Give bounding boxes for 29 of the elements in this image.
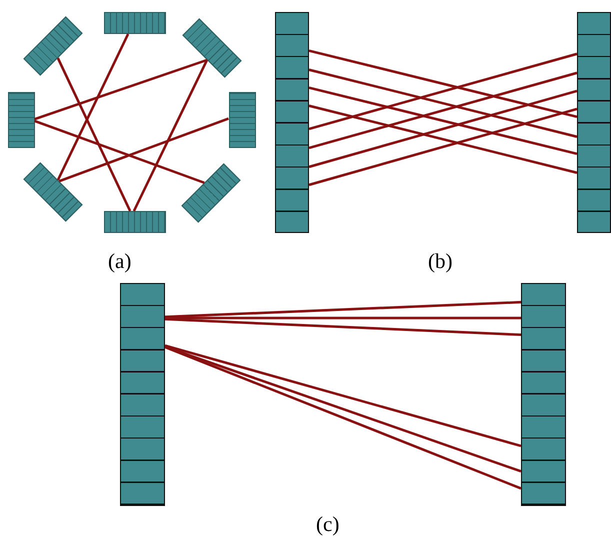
striped-block	[104, 12, 166, 34]
connector-line	[308, 104, 578, 174]
panel-label: (b)	[428, 249, 452, 274]
striped-block	[104, 211, 166, 233]
connector-line	[56, 33, 130, 181]
striped-block	[228, 92, 256, 148]
connector-line	[132, 59, 208, 212]
connector-line	[58, 117, 229, 182]
cell-column	[577, 12, 611, 233]
connector-line	[56, 58, 132, 212]
connector-line	[165, 316, 521, 320]
cell-column	[521, 283, 566, 506]
connector-line	[34, 120, 205, 184]
cell-column	[120, 283, 165, 506]
cell-column	[275, 12, 309, 233]
connector-line	[308, 68, 578, 138]
striped-block	[8, 92, 34, 148]
connector-line	[308, 52, 578, 130]
connector-line	[308, 108, 578, 186]
connector-line	[34, 58, 208, 120]
connector-line	[308, 50, 578, 118]
connector-line	[164, 344, 522, 448]
connector-line	[308, 90, 578, 168]
connector-line	[308, 72, 578, 150]
panel-label: (c)	[316, 512, 340, 537]
connector-line	[164, 300, 522, 318]
connector-line	[308, 86, 578, 156]
panel-label: (a)	[108, 249, 132, 274]
connector-line	[164, 318, 522, 336]
